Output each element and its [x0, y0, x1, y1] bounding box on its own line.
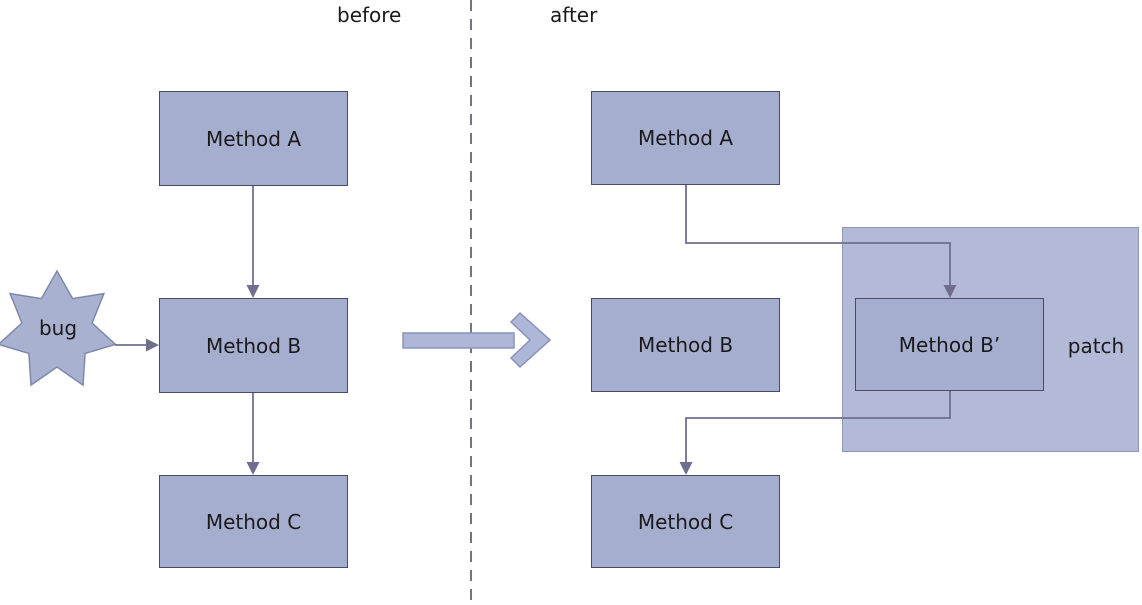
method-b-label-before: Method B [205, 333, 302, 358]
method-a-box-after: Method A [591, 91, 780, 185]
method-a-label-before: Method A [205, 126, 302, 151]
method-c-box-after: Method C [591, 475, 780, 568]
arrowhead-after-a-to-bprime [943, 285, 957, 298]
method-b-prime-box-after: Method B’ [855, 298, 1044, 391]
method-b-label-after: Method B [637, 333, 734, 357]
arrowhead-after-bprime-to-c [679, 462, 693, 475]
method-a-box-before: Method A [159, 91, 348, 186]
bug-star-shape [0, 269, 117, 387]
arrowhead-before-b-to-c [246, 462, 260, 475]
transform-arrow-shaft [402, 332, 515, 349]
connector-after-a-to-bprime [685, 185, 951, 286]
connector-after-bprime-to-c [685, 391, 951, 463]
method-b-prime-label-after: Method B’ [898, 332, 1001, 357]
bug-label: bug [38, 316, 78, 340]
before-column-label: before [337, 3, 402, 27]
transform-arrow-head [509, 311, 552, 369]
method-a-label-after: Method A [637, 126, 734, 150]
method-c-box-before: Method C [159, 475, 348, 568]
method-c-label-before: Method C [205, 509, 302, 534]
method-c-label-after: Method C [637, 509, 734, 534]
arrowhead-bug-to-b [146, 338, 159, 352]
method-b-box-after: Method B [591, 298, 780, 392]
method-b-box-before: Method B [159, 298, 348, 393]
arrowhead-before-a-to-b [246, 285, 260, 298]
patch-label: patch [1067, 334, 1125, 358]
after-column-label: after [550, 3, 598, 27]
